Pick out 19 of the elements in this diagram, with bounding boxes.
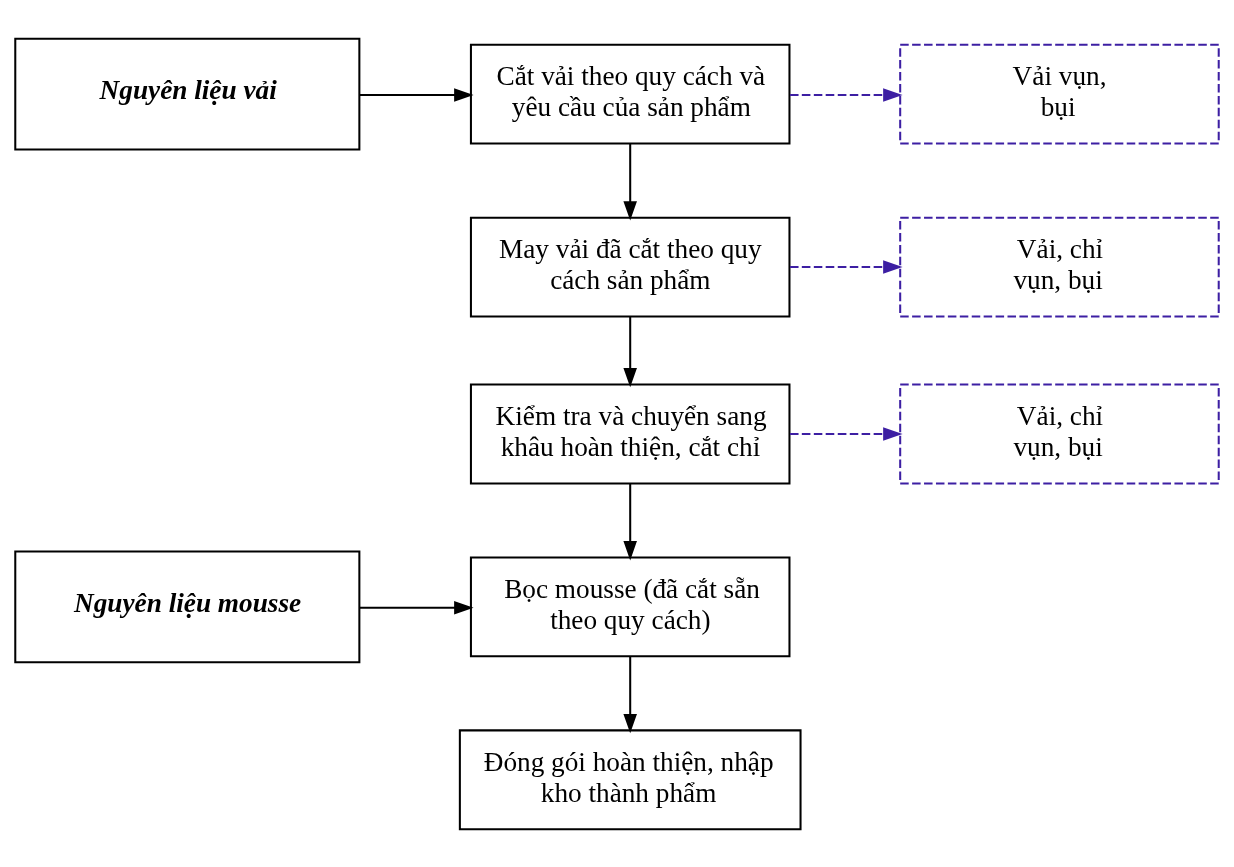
- arrow: [623, 316, 637, 387]
- node-box: Vải, chỉ vụn, bụi: [899, 383, 1220, 484]
- node-box: Nguyên liệu vải: [14, 37, 361, 151]
- node-box: Đóng gói hoàn thiện, nhập kho thành phẩm: [458, 728, 802, 830]
- arrow: [623, 143, 637, 221]
- arrow: [623, 655, 637, 733]
- node-box: Bọc mousse (đã cắt sẵn theo quy cách): [469, 556, 791, 657]
- arrow: [623, 483, 637, 560]
- arrow: [790, 87, 903, 102]
- node-box: Cắt vải theo quy cách và yêu cầu của sản phẩm: [469, 43, 791, 145]
- node-box: Nguyên liệu mousse: [14, 550, 361, 663]
- node-box: Vải vụn, bụi: [899, 43, 1220, 145]
- arrow: [790, 259, 903, 274]
- arrow: [790, 426, 903, 441]
- node-box: May vải đã cắt theo quy cách sản phẩm: [469, 216, 791, 317]
- node-box: Kiểm tra và chuyển sang khâu hoàn thiện, cắt chỉ: [469, 383, 791, 484]
- node-box: Vải, chỉ vụn, bụi: [899, 216, 1220, 317]
- arrow: [359, 87, 474, 102]
- arrow: [359, 600, 474, 615]
